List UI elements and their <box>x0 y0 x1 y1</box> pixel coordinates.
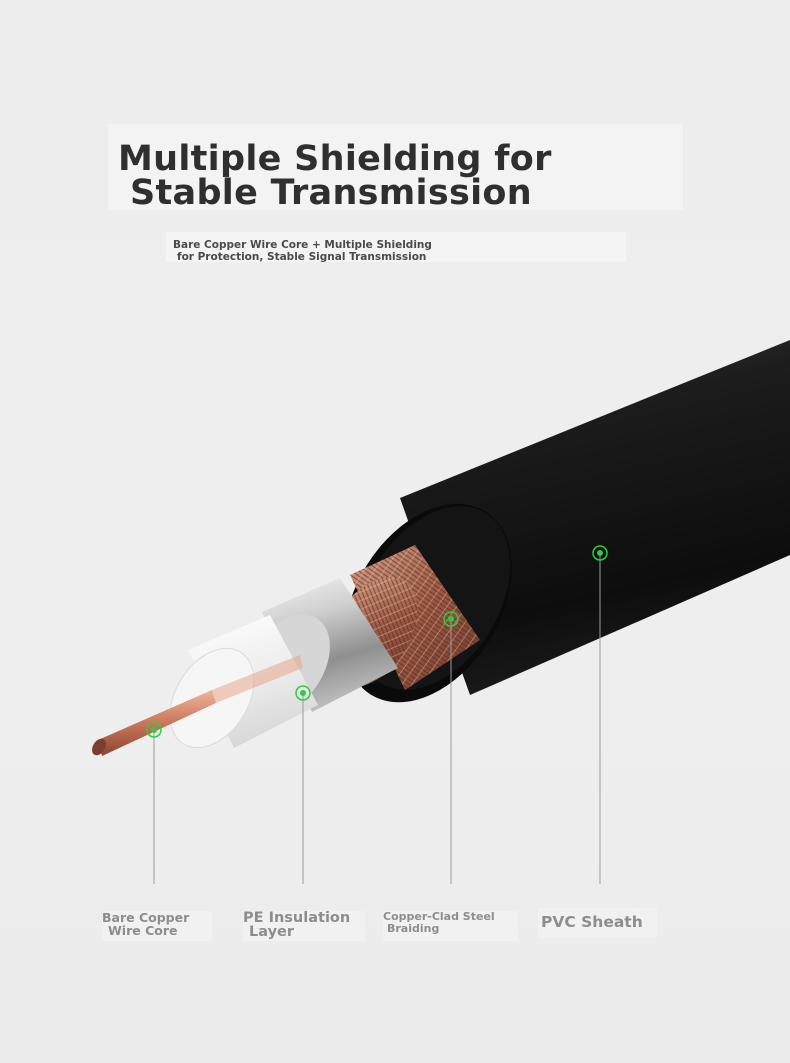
marker-braid-dot <box>443 611 459 627</box>
marker-pe-dot <box>295 685 311 701</box>
callout-pvc-line-1: PVC Sheath <box>541 913 643 931</box>
headline: Multiple Shielding for Stable Transmissi… <box>118 139 552 213</box>
callout-core-line-2: Wire Core <box>108 923 178 938</box>
callout-core-line-1: Bare Copper <box>102 910 190 925</box>
callout-copper-clad-steel-braiding: Copper-Clad Steel Braiding <box>383 911 518 941</box>
callout-leader-lines <box>153 553 601 884</box>
subheadline-line-1: Bare Copper Wire Core + Multiple Shieldi… <box>173 239 432 251</box>
subheadline: Bare Copper Wire Core + Multiple Shieldi… <box>173 239 432 263</box>
headline-line-1: Multiple Shielding for <box>118 139 552 179</box>
subheadline-line-2: for Protection, Stable Signal Transmissi… <box>177 251 427 263</box>
headline-line-2: Stable Transmission <box>130 173 532 213</box>
callout-pe-line-2: Layer <box>249 924 295 940</box>
callout-pe-insulation-layer: PE Insulation Layer <box>243 911 365 941</box>
callout-pvc-sheath: PVC Sheath <box>538 908 657 938</box>
callout-braid-line-1: Copper-Clad Steel <box>383 910 495 923</box>
callout-markers <box>146 545 608 738</box>
callout-braid-line-2: Braiding <box>387 922 440 935</box>
callout-pe-line-1: PE Insulation <box>243 910 351 926</box>
callout-bare-copper-wire-core: Bare Copper Wire Core <box>102 911 212 941</box>
subheadline-backdrop <box>166 232 626 262</box>
marker-core-dot <box>146 722 162 738</box>
headline-backdrop <box>108 124 683 210</box>
marker-pvc-dot <box>592 545 608 561</box>
